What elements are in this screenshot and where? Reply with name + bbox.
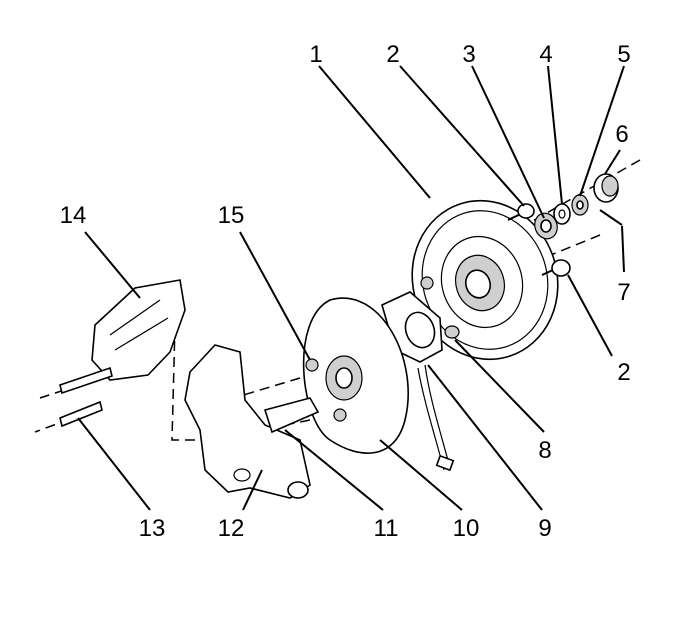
- label-3: 3: [462, 41, 475, 68]
- shield-bolts: [305, 276, 434, 422]
- brake-rotor: [411, 199, 559, 361]
- label-7: 7: [617, 279, 630, 306]
- label-11: 11: [374, 515, 399, 542]
- splash-shield: [302, 297, 409, 454]
- label-13: 13: [139, 515, 166, 542]
- label-15: 15: [218, 202, 245, 229]
- steering-knuckle: [184, 344, 320, 499]
- label-14: 14: [60, 202, 87, 229]
- caliper-bolts: [59, 366, 113, 428]
- dust-cap: [593, 173, 619, 203]
- label-8: 8: [538, 437, 551, 464]
- label-5: 5: [617, 41, 630, 68]
- label-1: 1: [309, 41, 322, 68]
- cotter-pin: [599, 209, 623, 226]
- leader-lines: [77, 65, 625, 511]
- label-12: 12: [218, 515, 245, 542]
- label-2b: 2: [617, 359, 630, 386]
- label-10: 10: [453, 515, 480, 542]
- spindle-nut: [571, 194, 589, 216]
- wheel-studs: [507, 203, 571, 277]
- label-2a: 2: [386, 41, 399, 68]
- callout-labels: 1 2 3 4 5 6 7 2 8 9 10 11 12 13 14 15: [60, 41, 631, 542]
- brake-caliper: [91, 279, 186, 381]
- label-9: 9: [538, 515, 551, 542]
- bearing-washer: [553, 203, 571, 225]
- label-4: 4: [539, 41, 552, 68]
- label-6: 6: [615, 121, 628, 148]
- axis-line-caliper-bracket: [171, 324, 208, 441]
